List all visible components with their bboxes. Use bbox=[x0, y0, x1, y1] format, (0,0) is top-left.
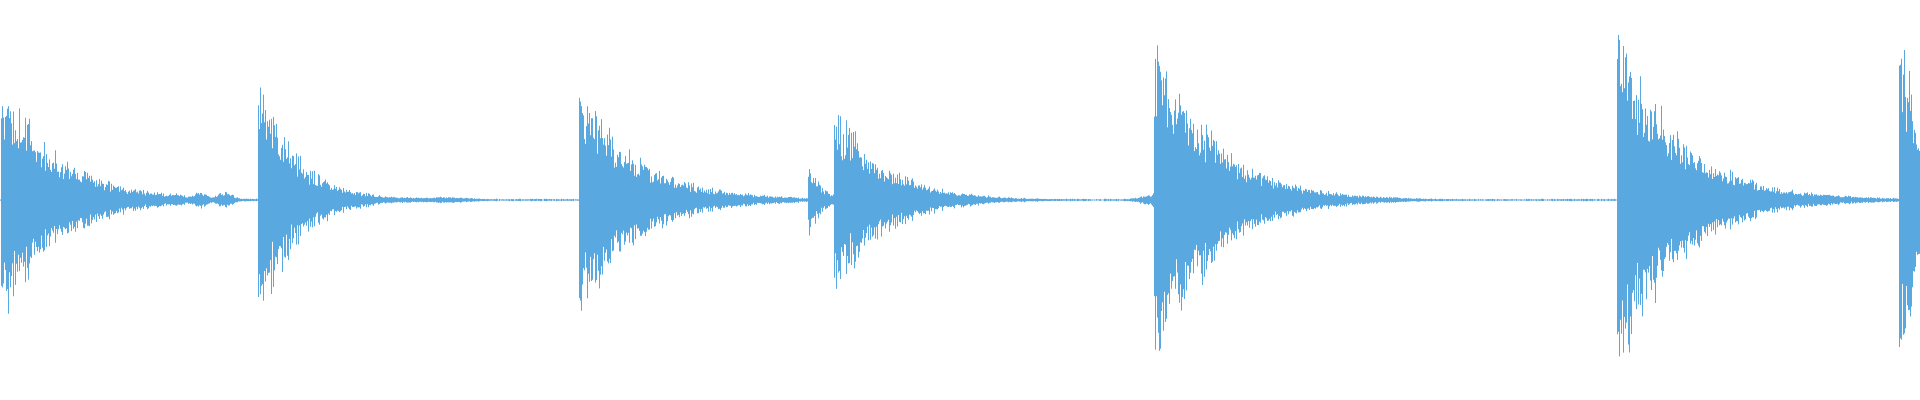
waveform-bars bbox=[0, 34, 1920, 357]
waveform-trace bbox=[0, 34, 1920, 357]
